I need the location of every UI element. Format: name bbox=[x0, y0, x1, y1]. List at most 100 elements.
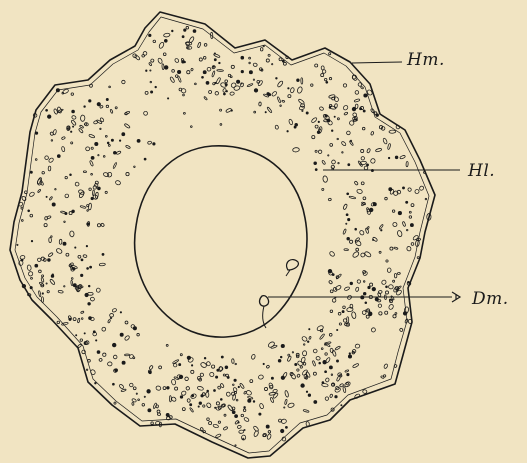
granule bbox=[169, 396, 171, 402]
granule bbox=[73, 318, 76, 321]
granule bbox=[302, 351, 306, 356]
granule bbox=[343, 319, 347, 323]
granule bbox=[78, 191, 84, 198]
granule bbox=[320, 329, 322, 331]
granule bbox=[315, 64, 318, 67]
granule bbox=[306, 112, 308, 114]
granule bbox=[402, 187, 404, 189]
granule bbox=[31, 240, 32, 241]
granule bbox=[300, 366, 302, 368]
granule bbox=[195, 83, 197, 85]
granule bbox=[365, 302, 367, 304]
granule bbox=[90, 369, 96, 376]
granule bbox=[292, 147, 299, 152]
granule bbox=[411, 243, 414, 246]
granule bbox=[352, 363, 359, 368]
granule bbox=[131, 398, 136, 403]
granule bbox=[60, 211, 65, 214]
granule bbox=[414, 189, 420, 195]
granule bbox=[225, 80, 228, 83]
granule bbox=[151, 422, 154, 425]
granule bbox=[119, 384, 125, 389]
granule bbox=[179, 375, 183, 379]
granule bbox=[350, 282, 353, 285]
granule bbox=[249, 62, 251, 64]
granule bbox=[395, 156, 398, 159]
granule bbox=[236, 399, 238, 401]
granule bbox=[51, 236, 53, 238]
granule bbox=[332, 350, 337, 357]
granule bbox=[311, 84, 313, 86]
granule bbox=[31, 277, 33, 279]
granule bbox=[100, 128, 101, 129]
granule bbox=[247, 396, 253, 399]
granule bbox=[362, 310, 367, 315]
granule bbox=[181, 390, 187, 396]
granule bbox=[355, 228, 357, 230]
granule bbox=[315, 169, 317, 171]
granule bbox=[263, 46, 264, 47]
granule bbox=[37, 189, 41, 193]
granule bbox=[142, 404, 145, 407]
granule bbox=[80, 115, 85, 122]
granule bbox=[290, 373, 296, 380]
granule bbox=[75, 182, 80, 187]
granule bbox=[228, 74, 230, 76]
granule bbox=[344, 286, 350, 291]
granule bbox=[207, 418, 210, 421]
granule bbox=[277, 80, 284, 87]
granule bbox=[209, 372, 215, 378]
granule bbox=[231, 110, 233, 112]
granule bbox=[87, 210, 89, 212]
granule bbox=[48, 166, 51, 171]
granule bbox=[167, 98, 168, 99]
granule bbox=[344, 112, 348, 116]
granule bbox=[184, 61, 186, 63]
granule bbox=[367, 148, 371, 153]
granule bbox=[347, 373, 349, 375]
granule bbox=[81, 259, 83, 261]
granule bbox=[370, 158, 376, 164]
granule bbox=[335, 395, 337, 397]
granule bbox=[49, 196, 53, 200]
granule bbox=[385, 311, 388, 314]
granule bbox=[275, 125, 279, 130]
granule bbox=[339, 323, 341, 325]
granule bbox=[180, 396, 183, 399]
granule bbox=[321, 74, 324, 77]
granule bbox=[297, 360, 303, 366]
granule bbox=[394, 364, 398, 368]
granule bbox=[91, 173, 93, 175]
granule bbox=[388, 284, 393, 289]
granule bbox=[297, 374, 301, 378]
granule bbox=[56, 248, 63, 255]
granule bbox=[329, 251, 335, 257]
granule bbox=[356, 189, 362, 194]
granule bbox=[337, 118, 339, 120]
granule bbox=[308, 394, 310, 396]
granule bbox=[217, 369, 219, 371]
granule bbox=[71, 115, 76, 120]
granule bbox=[276, 77, 278, 79]
granule bbox=[46, 196, 47, 197]
granule bbox=[285, 426, 287, 428]
granule bbox=[362, 389, 367, 393]
granule bbox=[292, 352, 293, 353]
granule bbox=[394, 247, 398, 250]
granule bbox=[371, 131, 375, 135]
granule bbox=[28, 210, 30, 212]
granule bbox=[57, 155, 60, 158]
label-hl: Hl. bbox=[468, 161, 495, 181]
granule bbox=[253, 79, 254, 80]
granule bbox=[112, 383, 114, 385]
granule bbox=[214, 59, 216, 61]
granule bbox=[281, 429, 284, 432]
granule bbox=[174, 58, 179, 63]
granule bbox=[343, 229, 347, 235]
granule bbox=[311, 117, 318, 123]
granule bbox=[88, 303, 91, 306]
granule bbox=[230, 92, 235, 96]
granule bbox=[287, 402, 294, 408]
granule bbox=[335, 285, 342, 291]
granule bbox=[216, 402, 219, 405]
